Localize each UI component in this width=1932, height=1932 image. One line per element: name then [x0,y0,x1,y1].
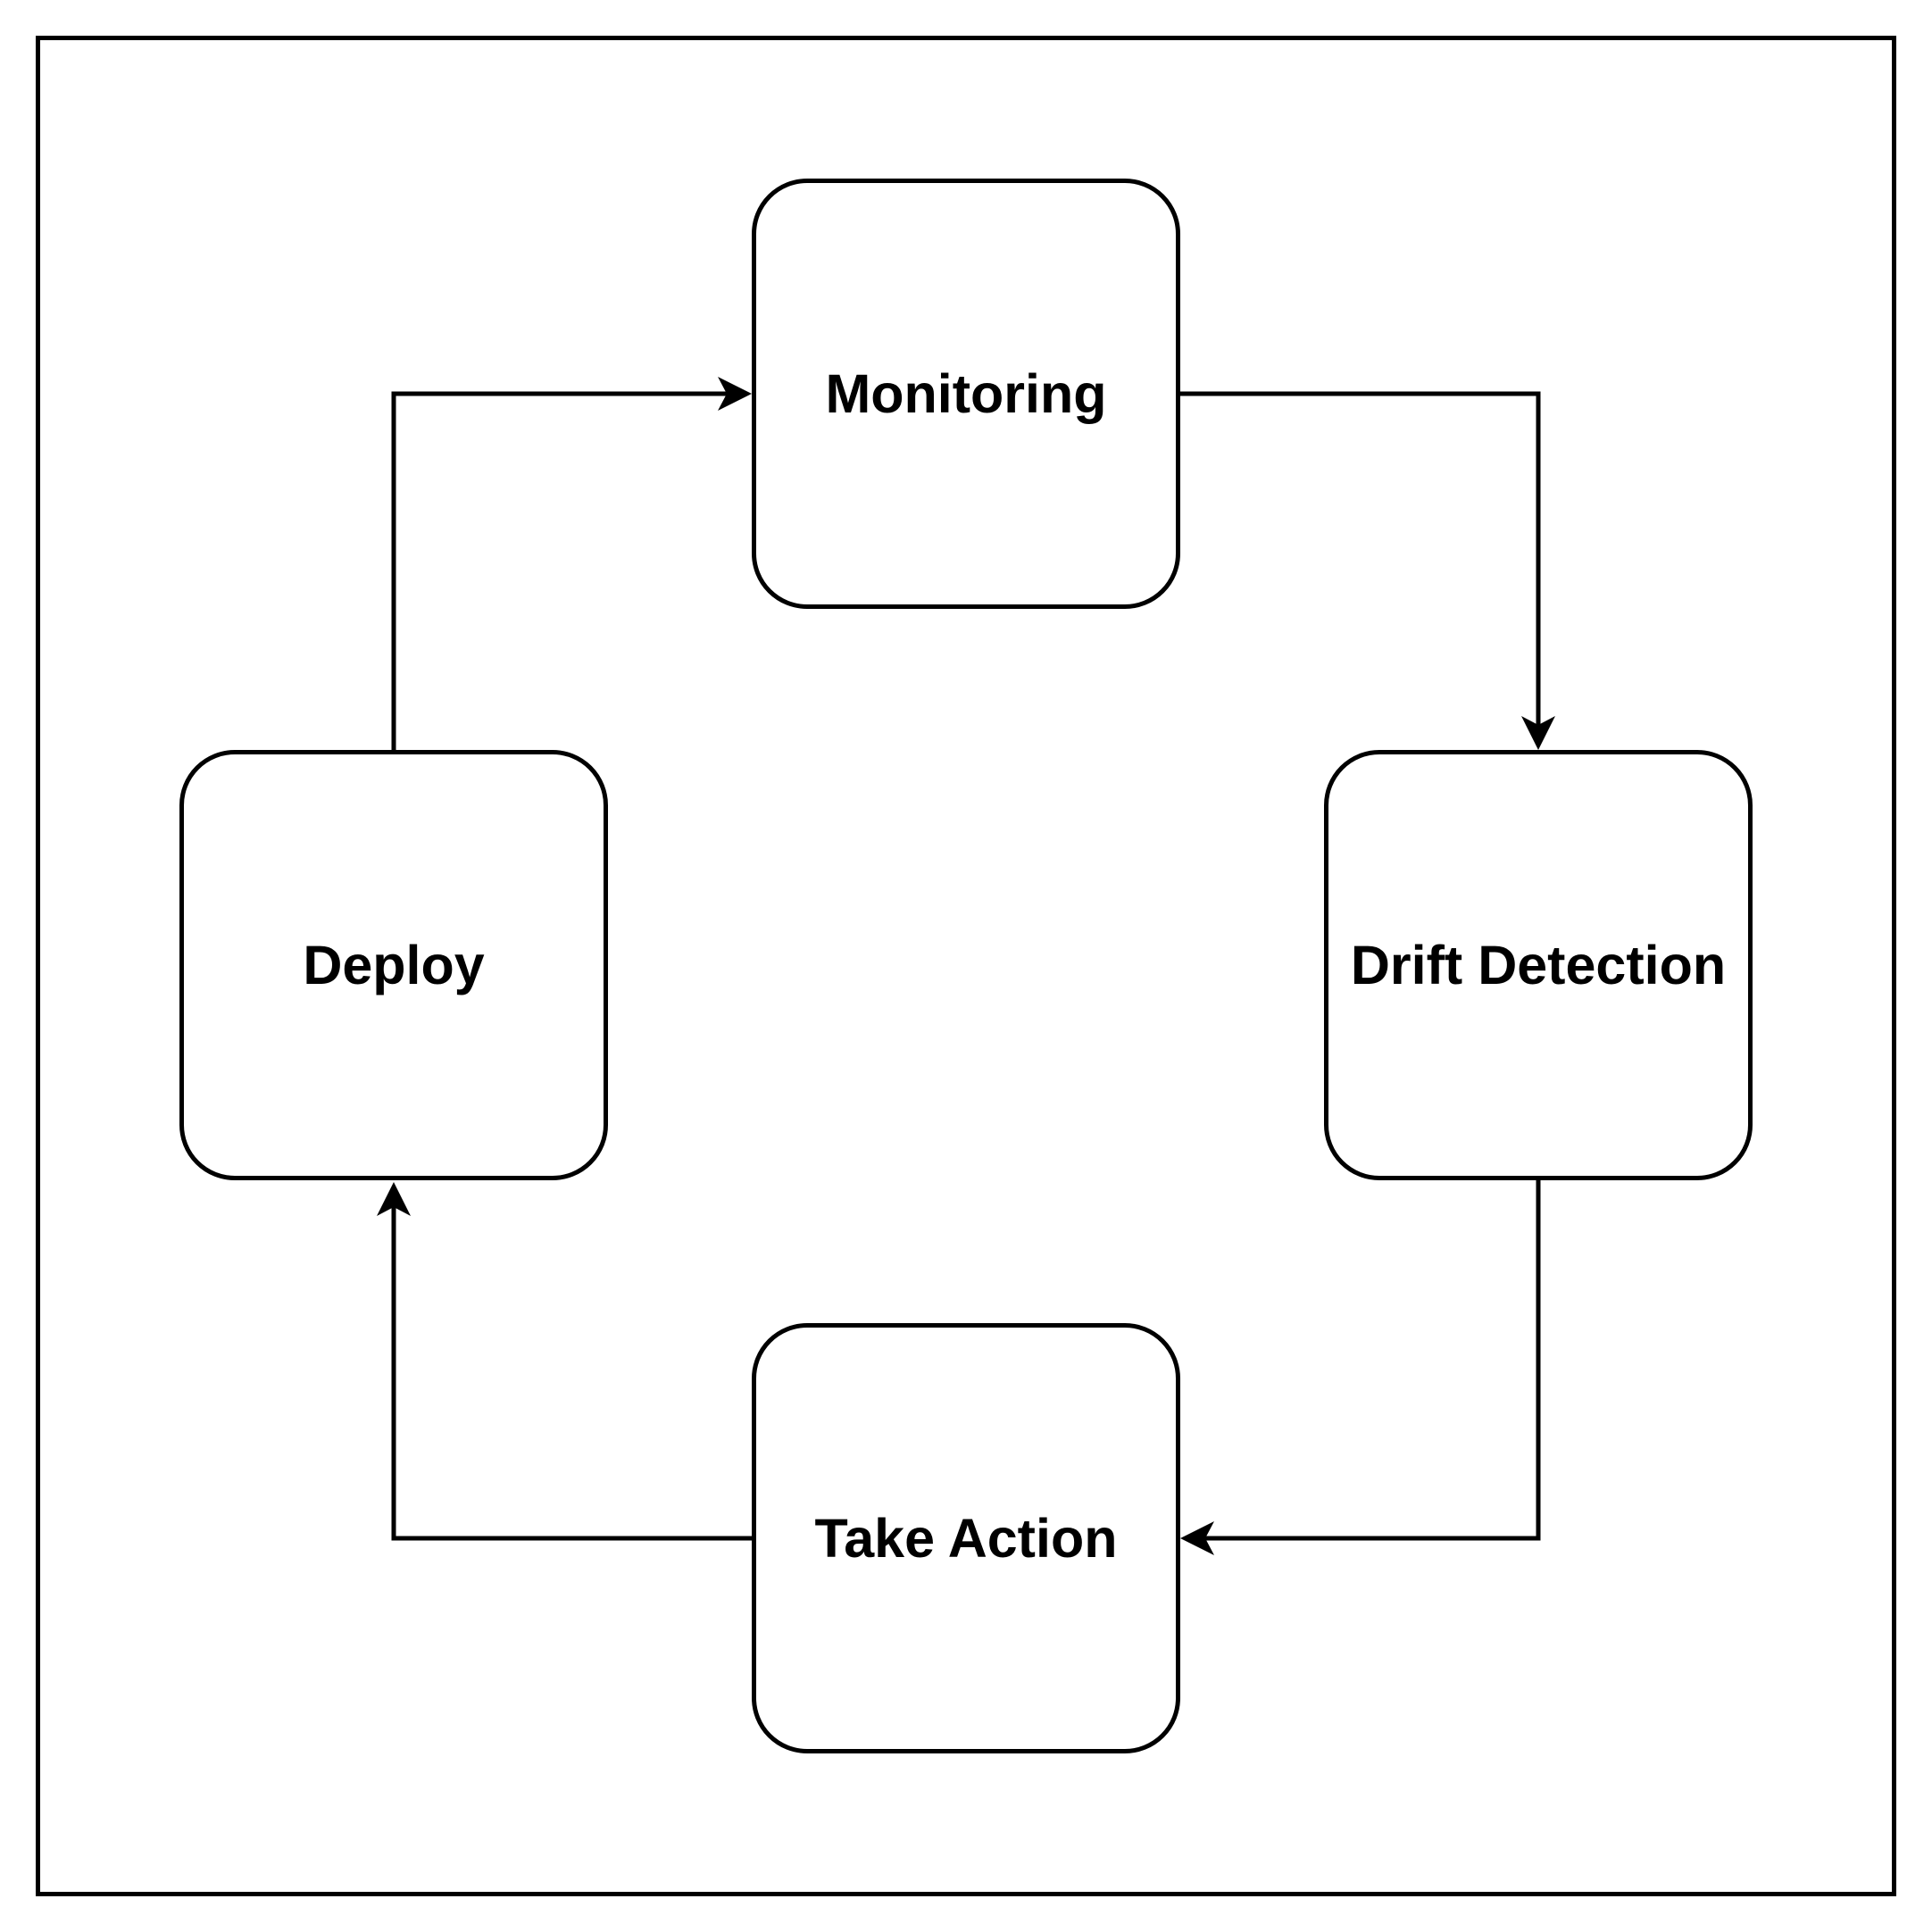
node-take-action: Take Action [752,1323,1180,1753]
node-deploy: Deploy [179,750,608,1180]
diagram-border [36,36,1896,1896]
node-deploy-label: Deploy [303,935,485,995]
node-drift-detection-label: Drift Detection [1350,935,1727,995]
node-monitoring: Monitoring [752,179,1180,609]
node-monitoring-label: Monitoring [825,363,1107,424]
node-take-action-label: Take Action [814,1508,1118,1569]
node-drift-detection: Drift Detection [1324,750,1753,1180]
